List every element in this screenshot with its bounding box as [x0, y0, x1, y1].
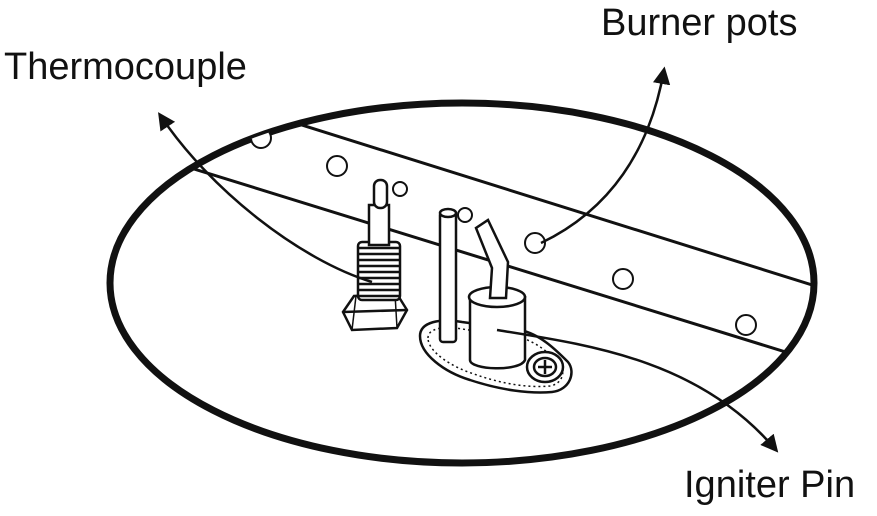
- burner-tube-bottom-edge: [110, 141, 814, 377]
- thermocouple-leader-arrow: [158, 112, 373, 284]
- igniter-pin-label: Igniter Pin: [684, 464, 856, 506]
- burner-port: [457, 207, 473, 223]
- igniter-assembly: [418, 207, 573, 394]
- burner-ports-label: Burner pots: [601, 2, 798, 44]
- burner-ports-leader-arrow: [540, 66, 671, 245]
- thermocouple-part: [341, 178, 409, 332]
- thermocouple-label: Thermocouple: [4, 46, 247, 88]
- burner-port: [326, 155, 348, 177]
- igniter-pin-leader-arrow: [496, 328, 779, 453]
- viewport-oval: [106, 99, 818, 467]
- burner-port: [524, 232, 546, 254]
- burner-port: [392, 181, 408, 197]
- burner-port: [735, 314, 757, 336]
- burner-port: [612, 268, 634, 290]
